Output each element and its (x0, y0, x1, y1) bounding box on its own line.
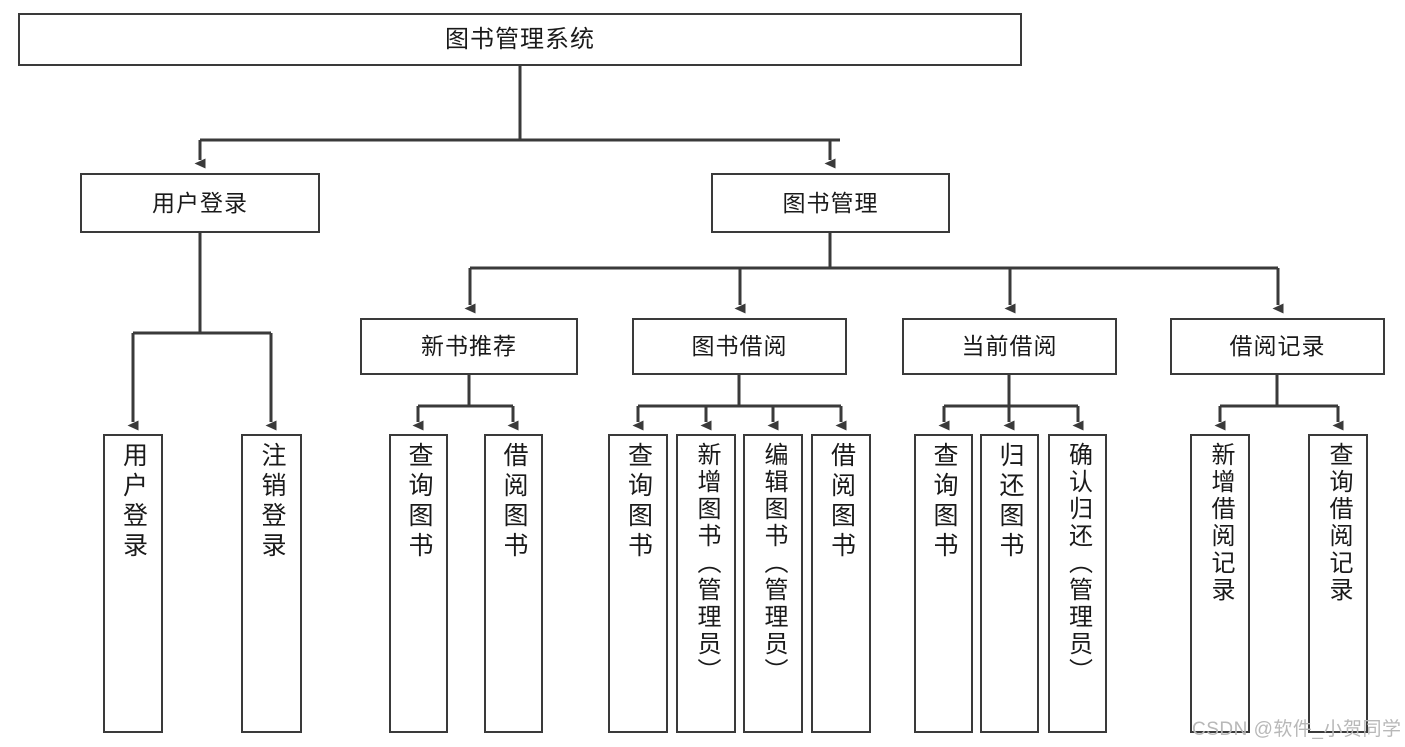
node-borrow-record[interactable]: 借阅记录 (1170, 318, 1385, 375)
node-book-management[interactable]: 图书管理 (711, 173, 950, 233)
csdn-watermark: CSDN @软件_小贺同学 (1192, 719, 1402, 740)
node-label: 借阅图书 (500, 442, 528, 562)
node-label: 归还图书 (996, 442, 1024, 562)
node-label: 编辑图书（管理员） (760, 442, 787, 685)
leaf-confirm-return-admin[interactable]: 确认归还（管理员） (1048, 434, 1107, 733)
node-new-book-recommend[interactable]: 新书推荐 (360, 318, 578, 375)
node-label: 查询借阅记录 (1325, 442, 1352, 604)
leaf-add-book-admin[interactable]: 新增图书（管理员） (676, 434, 736, 733)
leaf-return-book[interactable]: 归还图书 (980, 434, 1039, 733)
node-label: 借阅图书 (827, 442, 856, 562)
leaf-logout-login[interactable]: 注销登录 (241, 434, 302, 733)
node-label: 用户登录 (152, 189, 248, 216)
node-user-login[interactable]: 用户登录 (80, 173, 320, 233)
node-root-system[interactable]: 图书管理系统 (18, 13, 1022, 66)
leaf-borrow-book-recommend[interactable]: 借阅图书 (484, 434, 543, 733)
node-label: 查询图书 (624, 442, 653, 562)
leaf-edit-book-admin[interactable]: 编辑图书（管理员） (743, 434, 803, 733)
node-label: 注销登录 (258, 442, 286, 562)
leaf-query-book-current[interactable]: 查询图书 (914, 434, 973, 733)
leaf-query-borrow-record[interactable]: 查询借阅记录 (1308, 434, 1368, 733)
node-label: 新增借阅记录 (1207, 442, 1234, 604)
node-book-borrow[interactable]: 图书借阅 (632, 318, 847, 375)
node-label: 确认归还（管理员） (1064, 442, 1092, 685)
node-label: 当前借阅 (961, 333, 1058, 360)
node-current-borrow[interactable]: 当前借阅 (902, 318, 1117, 375)
node-label: 图书管理 (782, 189, 879, 216)
node-label: 用户登录 (119, 442, 148, 562)
node-label: 图书借阅 (691, 333, 788, 360)
node-label: 新增图书（管理员） (693, 442, 720, 685)
leaf-add-borrow-record[interactable]: 新增借阅记录 (1190, 434, 1250, 733)
leaf-user-login[interactable]: 用户登录 (103, 434, 163, 733)
leaf-borrow-book[interactable]: 借阅图书 (811, 434, 871, 733)
node-label: 借阅记录 (1229, 333, 1326, 360)
node-label: 查询图书 (405, 442, 433, 562)
node-label: 新书推荐 (421, 333, 517, 360)
node-label: 图书管理系统 (445, 25, 595, 53)
node-label: 查询图书 (930, 442, 958, 562)
leaf-query-book-borrow[interactable]: 查询图书 (608, 434, 668, 733)
leaf-query-book-recommend[interactable]: 查询图书 (389, 434, 448, 733)
